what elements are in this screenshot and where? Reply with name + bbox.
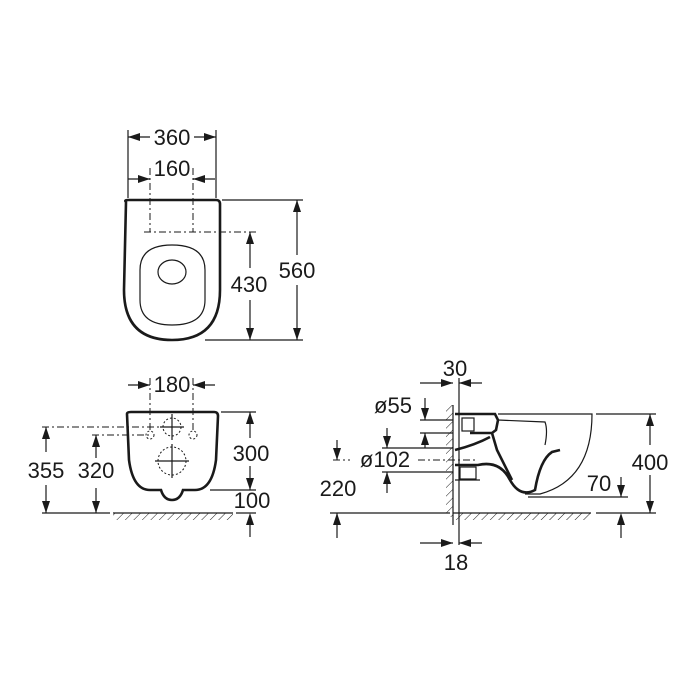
- front-view: 180 355 320 300 100: [28, 372, 271, 537]
- floor-hatch: [113, 513, 233, 520]
- dim-70: 70: [587, 471, 611, 496]
- dim-18: 18: [444, 550, 468, 575]
- dim-160: 160: [154, 156, 191, 181]
- dim-360: 360: [154, 125, 191, 150]
- dim-400: 400: [632, 450, 669, 475]
- dim-diameter-102: ø102: [360, 447, 410, 472]
- top-view: 360 160 430 560: [122, 125, 316, 342]
- dim-220: 220: [320, 476, 357, 501]
- floor-hatch-side: [455, 513, 591, 520]
- bowl-outlet: [157, 259, 187, 285]
- dim-355: 355: [28, 458, 65, 483]
- bowl-profile-side: [454, 412, 561, 494]
- dim-320: 320: [78, 458, 115, 483]
- dim-300: 300: [233, 441, 270, 466]
- dim-100: 100: [234, 488, 271, 513]
- dim-560: 560: [279, 258, 316, 283]
- dim-180: 180: [154, 372, 191, 397]
- wall-hatch: [446, 405, 453, 517]
- dim-30: 30: [443, 356, 467, 381]
- dim-430: 430: [231, 272, 268, 297]
- seat-opening: [139, 244, 206, 326]
- dim-diameter-55: ø55: [374, 393, 412, 418]
- bowl-outline-front: [125, 410, 220, 502]
- bowl-outline-top: [122, 198, 222, 342]
- side-view: 30 18 ø55 ø102 220 70 400: [320, 356, 669, 575]
